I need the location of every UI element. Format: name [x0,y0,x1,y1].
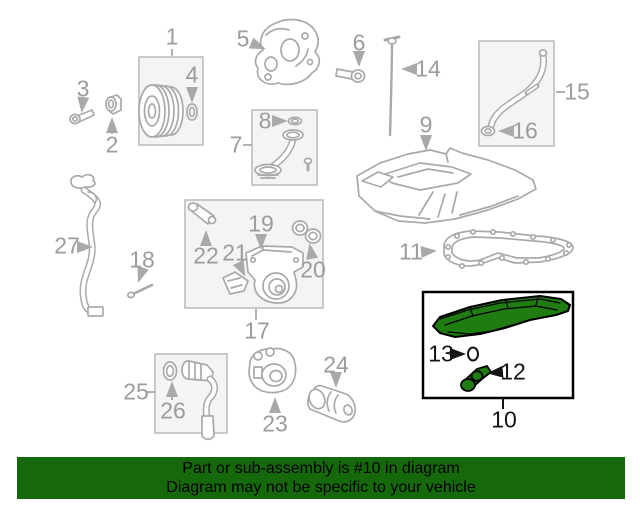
callout-label-7: 7 [229,131,243,158]
part-14-dipstick [383,35,401,137]
part-11-gasket [443,228,574,270]
part-8-gasket [287,116,303,126]
part-13-o-ring [467,346,479,362]
callout-label-4: 4 [185,61,199,88]
part-4-seal [186,103,198,121]
part-24-oil-filter [307,384,356,423]
part-6-bolt [335,68,366,83]
part-25-pickup-tube [181,360,218,441]
part-5-oil-pump [254,18,321,86]
part-20-seals [291,220,322,244]
callout-label-24: 24 [323,351,349,378]
callout-label-21: 21 [222,239,248,266]
part-22-sensor [187,202,217,225]
callout-label-5: 5 [236,25,250,52]
part-18-stud [126,283,154,299]
callout-label-27: 27 [54,232,80,259]
callout-label-25: 25 [123,378,149,405]
callout-label-17: 17 [244,317,270,344]
callout-label-16: 16 [512,117,538,144]
part-23-oil-filter-adapter [248,347,297,394]
part-3-bolt [69,109,95,125]
part-16-grommet [480,125,496,137]
callout-label-19: 19 [248,210,274,237]
callout-label-11: 11 [399,238,423,265]
part-10-oil-pan [432,295,571,338]
callout-label-10: 10 [491,406,517,433]
callout-label-20: 20 [300,256,326,283]
callout-label-23: 23 [262,410,288,437]
callout-label-8: 8 [258,107,272,134]
callout-label-12: 12 [500,358,526,385]
part-1-pulley [138,84,184,138]
callout-label-26: 26 [160,397,186,424]
part-26-o-ring [162,361,178,381]
part-2-nut [105,94,122,115]
callout-label-1: 1 [165,23,179,50]
callout-label-6: 6 [352,29,366,56]
callout-label-22: 22 [193,242,219,269]
callout-label-2: 2 [105,131,119,158]
banner-line-2: Diagram may not be specific to your vehi… [166,479,476,496]
highlight-banner: Part or sub-assembly is #10 in diagram D… [17,457,625,499]
callout-label-15: 15 [564,78,590,105]
banner-line-1: Part or sub-assembly is #10 in diagram [182,460,460,477]
callout-label-3: 3 [76,75,90,102]
callout-label-14: 14 [415,55,441,82]
callout-label-13: 13 [428,340,454,367]
callout-label-18: 18 [129,246,155,273]
callout-label-9: 9 [419,111,433,138]
callout-leaders [77,37,565,413]
part-7-pickup-tube [254,129,313,179]
part-15-dipstick-tube [487,49,548,130]
part-9-upper-oil-pan [356,147,537,224]
